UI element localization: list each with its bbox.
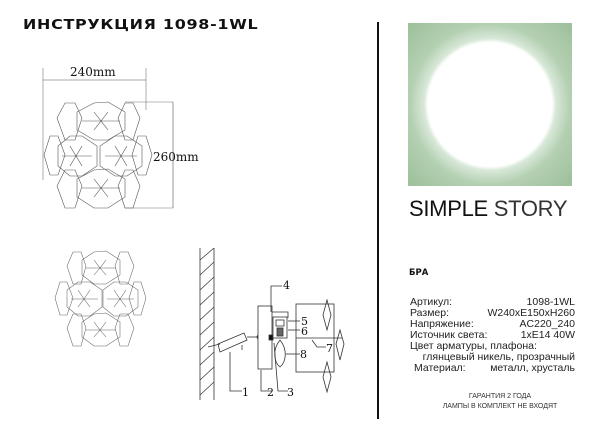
spec-label-voltage: Напряжение: — [410, 318, 474, 330]
spec-label-color: Цвет арматуры, плафона: — [410, 340, 537, 352]
width-dimension-label: 240mm — [70, 65, 116, 79]
spec-value-article: 1098-1WL — [526, 296, 575, 308]
vertical-divider — [377, 22, 379, 419]
spec-label-material: Материал: — [414, 362, 466, 374]
page-title: ИНСТРУКЦИЯ 1098-1WL — [23, 17, 259, 33]
front-view-drawing: 240mm 260mm — [42, 65, 199, 209]
callout-3: 3 — [287, 386, 294, 399]
brand-name: SIMPLE STORY — [409, 196, 568, 222]
brand-logo — [408, 23, 572, 186]
callout-1: 1 — [242, 386, 249, 399]
product-front-view — [54, 250, 147, 347]
callout-2: 2 — [267, 386, 274, 399]
lamps-note-text: ЛАМПЫ В КОМПЛЕКТ НЕ ВХОДЯТ — [442, 403, 558, 410]
spec-value-color: глянцевый никель, прозрачный — [422, 351, 575, 363]
callout-5: 5 — [301, 315, 308, 328]
brand-name-bold: SIMPLE — [409, 196, 488, 221]
warranty-text: ГАРАНТИЯ 2 ГОДА — [468, 393, 532, 400]
spec-label-size: Размер: — [410, 307, 450, 319]
spec-value-light-source: 1xE14 40W — [520, 329, 575, 341]
spec-value-material: металл, хрусталь — [490, 362, 575, 374]
spec-label-article: Артикул: — [410, 296, 453, 308]
spec-value-size: W240xE150xH260 — [487, 307, 575, 319]
height-dimension-label: 260mm — [153, 150, 199, 164]
spec-label-light-source: Источник света: — [410, 329, 488, 341]
brand-name-light: STORY — [493, 196, 568, 221]
spec-value-voltage: AC220_240 — [519, 318, 575, 330]
mounting-diagram: 1 2 3 4 5 6 7 8 — [199, 247, 345, 400]
callout-6: 6 — [301, 325, 308, 338]
callout-4: 4 — [283, 279, 290, 292]
callout-7: 7 — [326, 342, 333, 355]
callout-8: 8 — [300, 348, 307, 361]
product-type: БРА — [409, 268, 429, 278]
